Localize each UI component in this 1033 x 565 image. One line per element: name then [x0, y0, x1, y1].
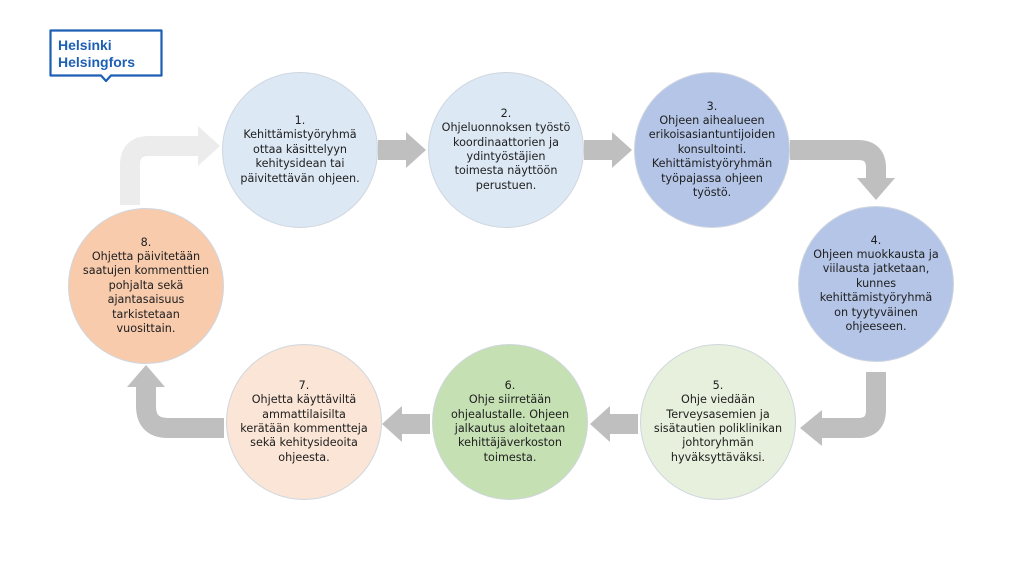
step-4-circle: 4. Ohjeen muokkausta ja viilausta jatket… — [798, 206, 954, 362]
arrowhead-6-to-7 — [382, 406, 402, 442]
arrowhead-1-to-2 — [406, 132, 426, 168]
arrowhead-2-to-3 — [612, 132, 632, 168]
arrow-8-to-1 — [120, 136, 200, 205]
arrowhead-8-to-1 — [198, 126, 220, 166]
step-5-number: 5. — [712, 378, 724, 392]
step-2-circle: 2. Ohjeluonnoksen työstö koordinaattorie… — [428, 72, 584, 228]
step-3-number: 3. — [706, 99, 718, 113]
logo-line-2: Helsingfors — [58, 54, 136, 70]
step-6-text: Ohje siirretään ohjealustalle. Ohjeen ja… — [450, 393, 570, 464]
step-8-circle: 8. Ohjetta päivitetään saatujen kommentt… — [68, 208, 224, 364]
step-8-text: Ohjetta päivitetään saatujen kommenttien… — [82, 249, 210, 336]
step-4-text: Ohjeen muokkausta ja viilausta jatketaan… — [813, 247, 939, 334]
step-3-circle: 3. Ohjeen aihealueen erikoisasiantuntijo… — [634, 72, 790, 228]
step-6-number: 6. — [504, 378, 516, 392]
step-2-text: Ohjeluonnoksen työstö koordinaattorien j… — [441, 121, 571, 192]
arrow-7-to-8 — [136, 385, 224, 438]
step-7-circle: 7. Ohjetta käyttäviltä ammattilaisilta k… — [226, 344, 382, 500]
arrow-4-to-5 — [820, 372, 886, 438]
step-1-circle: 1. Kehittämistyöryhmä ottaa käsittelyyn … — [222, 72, 378, 228]
arrow-3-to-4 — [790, 140, 886, 180]
step-6-circle: 6. Ohje siirretään ohjealustalle. Ohjeen… — [432, 344, 588, 500]
helsinki-logo: Helsinki Helsingfors — [49, 29, 163, 83]
step-8-number: 8. — [140, 235, 152, 249]
step-2-number: 2. — [500, 106, 512, 120]
step-5-text: Ohje viedään Terveysasemien ja sisätauti… — [653, 393, 783, 464]
step-5-circle: 5. Ohje viedään Terveysasemien ja sisäta… — [640, 344, 796, 500]
arrowhead-4-to-5 — [800, 410, 822, 446]
step-7-number: 7. — [298, 378, 310, 392]
step-4-number: 4. — [870, 233, 882, 247]
logo-line-1: Helsinki — [58, 37, 112, 53]
step-7-text: Ohjetta käyttäviltä ammattilaisilta kerä… — [240, 393, 368, 464]
arrowhead-7-to-8 — [127, 365, 165, 387]
arrowhead-5-to-6 — [590, 406, 610, 442]
arrowhead-3-to-4 — [857, 178, 895, 200]
step-1-text: Kehittämistyöryhmä ottaa käsittelyyn keh… — [240, 128, 360, 185]
step-3-text: Ohjeen aihealueen erikoisasiantuntijoide… — [648, 113, 776, 200]
step-1-number: 1. — [294, 113, 306, 127]
